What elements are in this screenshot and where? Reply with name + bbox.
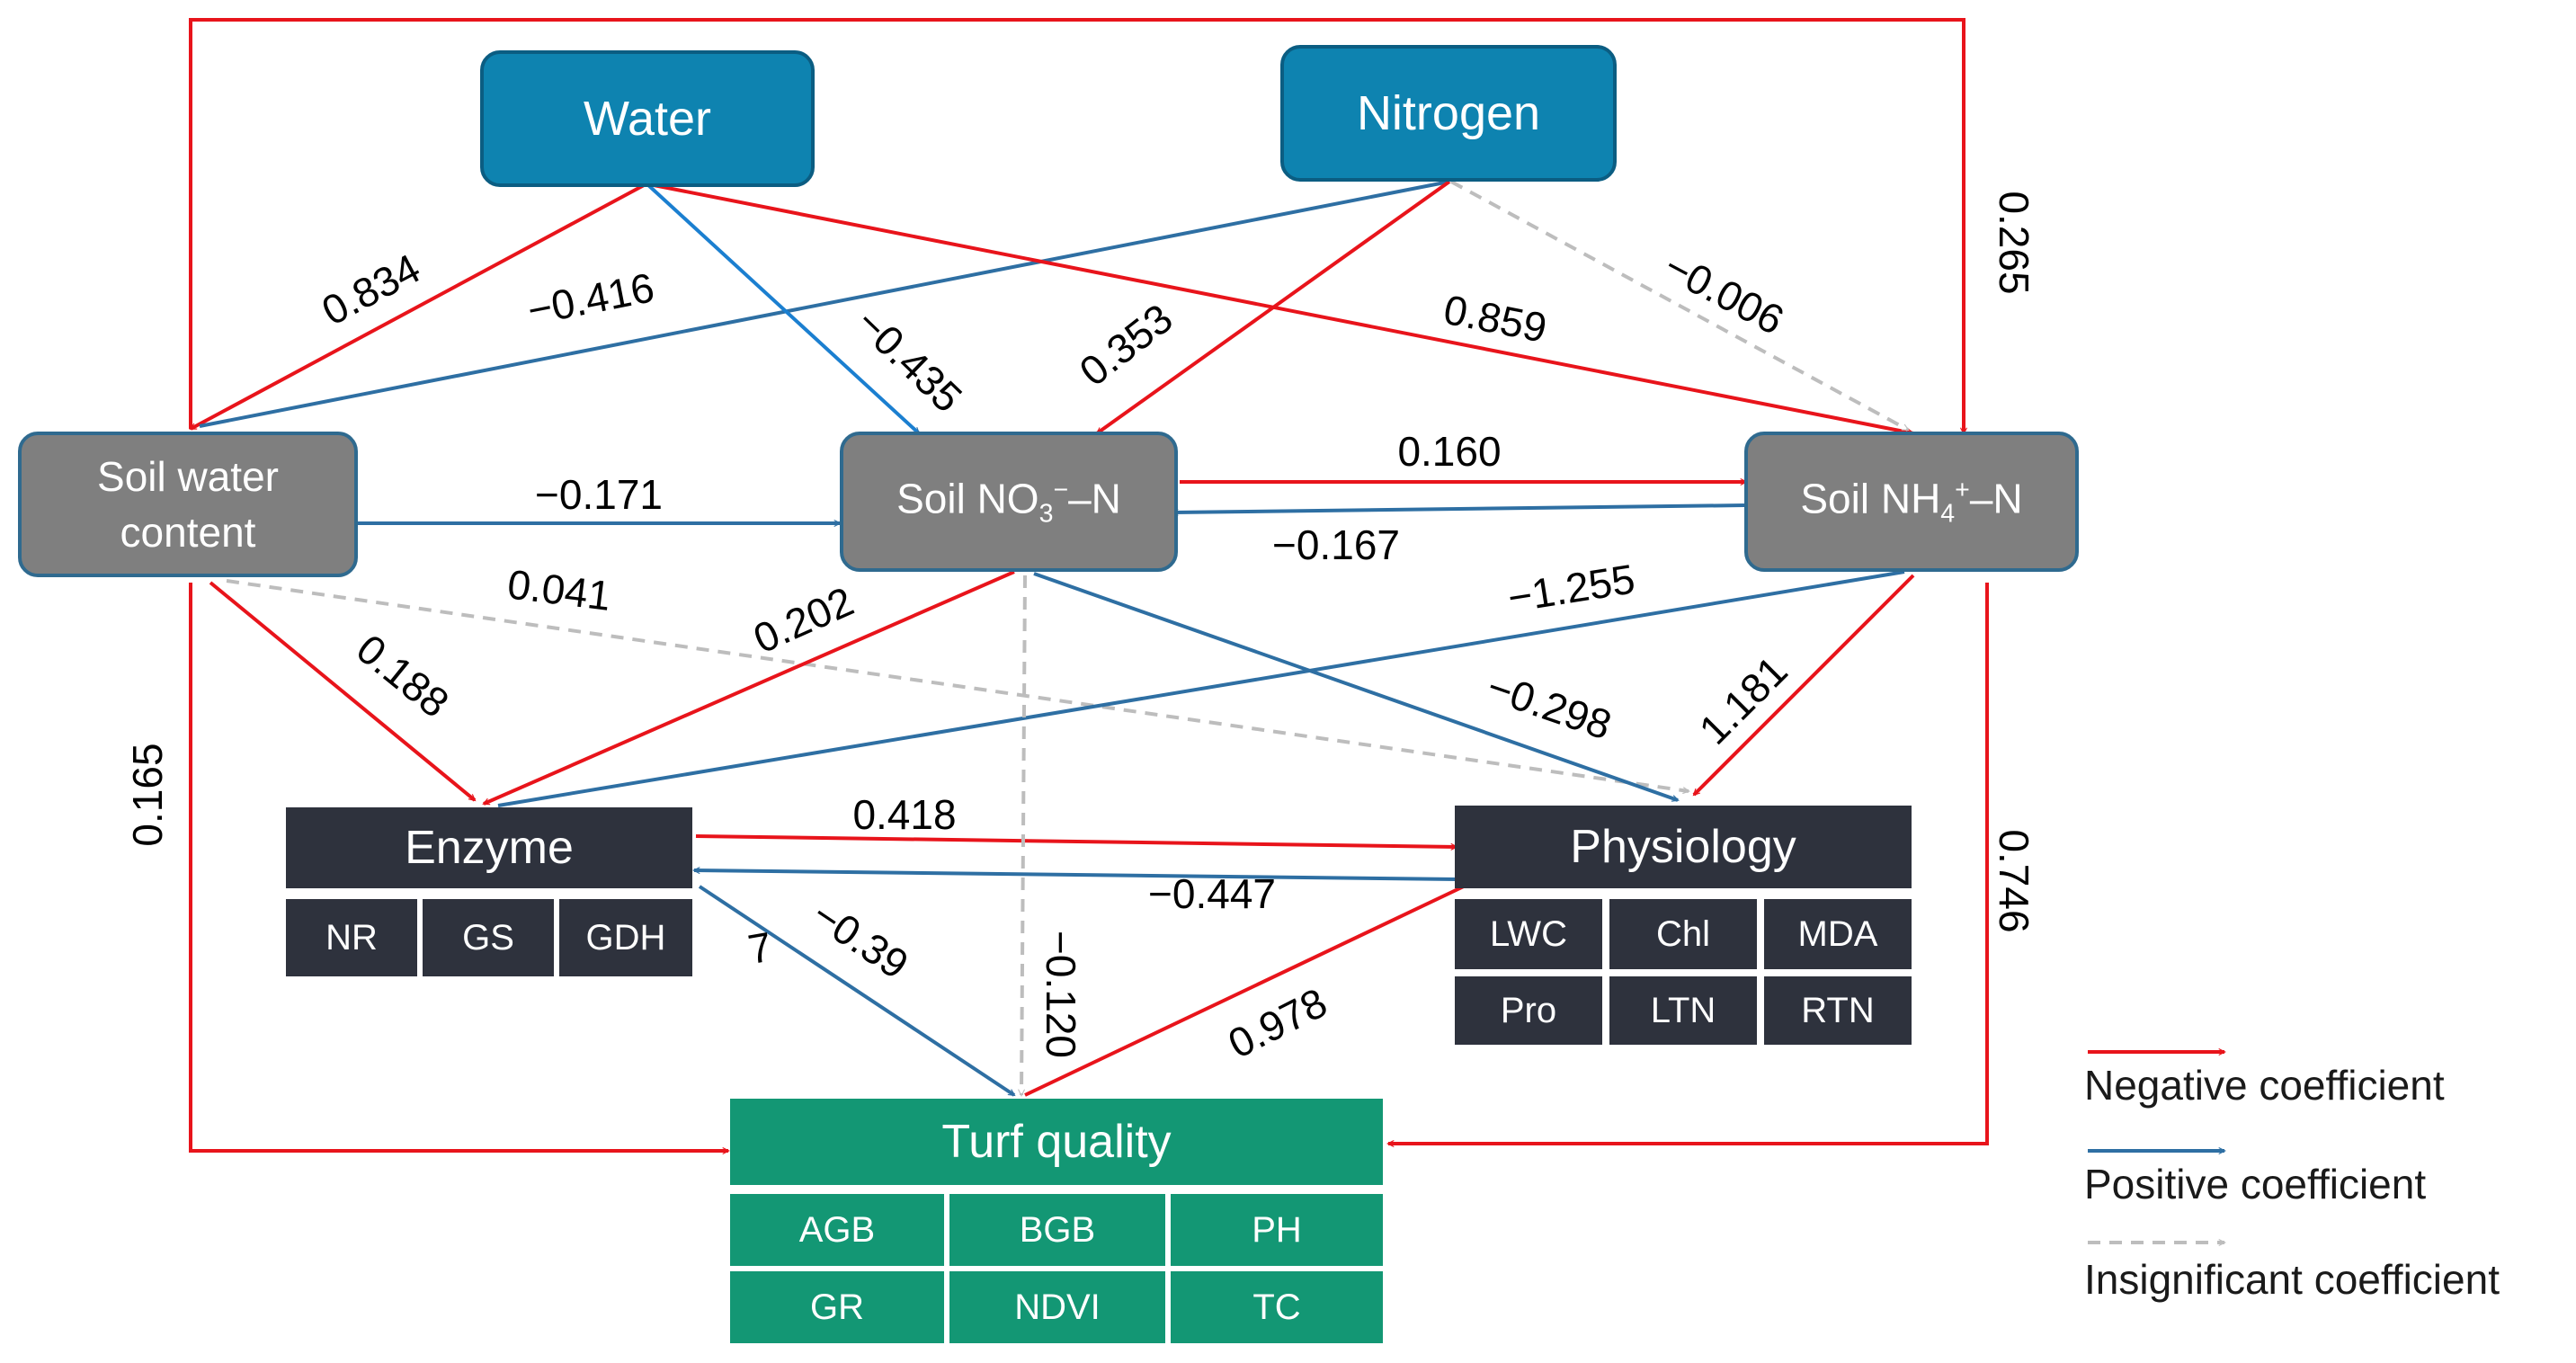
edge-nitrogen-to-nh4 [1450,180,1910,432]
node-soil-no3-sup: − [1053,475,1069,504]
node-enzyme-title: Enzyme [405,822,574,874]
coef-nh4-to-enzyme: −1.255 [1504,555,1637,621]
node-soil-water-content: Soil water content [18,432,358,577]
edge-no3-to-turf [1018,575,1027,1097]
legend-positive-label: Positive coefficient [2084,1161,2427,1207]
enzyme-cell: NR [286,899,417,976]
turf-quality-cell: PH [1171,1194,1383,1266]
edge-no3-to-physiology [1033,572,1680,802]
coef-physiology-to-turf: 0.978 [1221,978,1334,1067]
node-water: Water [480,50,815,187]
coef-water-to-nh4: 0.859 [1440,286,1551,352]
node-soil-nh4-base: Soil NH [1800,475,1941,522]
coef-water-to-swc: 0.834 [314,245,427,334]
node-soil-no3-sub: 3 [1038,499,1054,529]
node-nitrogen: Nitrogen [1280,45,1617,182]
edge-swc-to-enzyme [209,581,477,802]
coef-no3-to-nh4: 0.160 [1397,428,1501,475]
edge-nh4-to-no3 [1171,503,1745,516]
coef-nh4-to-no3: −0.167 [1272,521,1400,568]
node-soil-water-content-line2: content [120,509,256,556]
coef-nh4-to-physiology: 1.181 [1690,647,1796,753]
node-turf-quality-title: Turf quality [941,1116,1172,1168]
coef-nitrogen-to-swc: −0.416 [523,263,657,334]
node-soil-no3-tail: –N [1068,475,1121,522]
node-soil-no3: Soil NO3−–N [840,432,1178,572]
physiology-cell: LWC [1455,899,1602,969]
coef-no3-to-turf: −0.120 [1038,931,1084,1058]
physiology-cell: RTN [1764,976,1912,1045]
coef-nh4-to-turf: 0.746 [1991,829,2037,932]
edge-no3-to-enzyme [482,570,1015,806]
turf-quality-cell: NDVI [949,1271,1165,1343]
node-soil-nh4-sub: 4 [1940,499,1956,529]
coef-nitrogen-to-no3: 0.353 [1071,294,1181,395]
stray-mark: 7 [744,922,775,973]
coef-no3-to-physiology: −0.298 [1482,663,1618,748]
coef-physiology-to-enzyme: −0.447 [1148,870,1276,917]
turf-quality-cell: TC [1171,1271,1383,1343]
edge-physiology-to-turf [1024,883,1468,1097]
edge-water-to-swc [189,183,646,431]
coef-frame-to-swc: 0.165 [124,743,171,846]
edge-water-to-no3 [646,183,921,435]
turf-quality-cell: GR [730,1271,944,1343]
turf-quality-cell: BGB [949,1194,1165,1266]
edge-physiology-to-enzyme [692,867,1457,881]
physiology-cell: Pro [1455,976,1602,1045]
coef-frame-to-nh4: 0.265 [1991,191,2037,294]
coef-no3-to-enzyme: 0.202 [746,577,860,662]
edge-nh4-to-physiology [1692,574,1915,797]
node-soil-no3-base: Soil NO [896,475,1039,522]
node-physiology-title: Physiology [1570,821,1796,873]
edge-nh4-to-turf [1386,583,1989,1148]
coef-swc-to-no3: −0.171 [535,471,663,518]
enzyme-cell: GDH [559,899,692,976]
edge-swc-to-physiology [226,579,1690,795]
node-soil-nh4: Soil NH4+–N [1744,432,2079,572]
node-soil-nh4-tail: –N [1969,475,2023,522]
coef-enzyme-to-physiology: 0.418 [852,791,956,838]
node-turf-quality: Turf quality [730,1099,1383,1185]
coef-water-to-no3: −0.435 [847,298,971,421]
edge-water-to-nh4 [648,183,1915,436]
node-physiology: Physiology [1455,806,1912,888]
node-soil-no3-label: Soil NO3−–N [896,462,1121,542]
coef-swc-to-physiology: 0.041 [505,560,614,619]
physiology-cell: LTN [1609,976,1757,1045]
edge-nh4-to-enzyme [497,570,1905,807]
enzyme-cell: GS [423,899,554,976]
node-enzyme: Enzyme [286,807,692,888]
node-soil-water-content-line1: Soil water [97,453,279,500]
edge-swc-to-turf [189,583,730,1155]
legend-insignificant-label: Insignificant coefficient [2084,1256,2500,1303]
edge-enzyme-to-physiology [695,834,1458,851]
node-water-label: Water [583,92,711,146]
turf-quality-cell: AGB [730,1194,944,1266]
node-nitrogen-label: Nitrogen [1356,86,1541,140]
coef-enzyme-to-turf: −0.39 [804,891,917,988]
edge-frame-to-nh4 [189,18,1968,435]
physiology-cell: MDA [1764,899,1912,969]
edge-enzyme-to-turf [698,885,1016,1097]
physiology-cell: Chl [1609,899,1757,969]
node-soil-nh4-sup: + [1955,475,1970,504]
legend-negative-label: Negative coefficient [2084,1062,2445,1109]
edge-nitrogen-to-swc [199,180,1450,428]
node-soil-nh4-label: Soil NH4+–N [1800,462,2022,542]
